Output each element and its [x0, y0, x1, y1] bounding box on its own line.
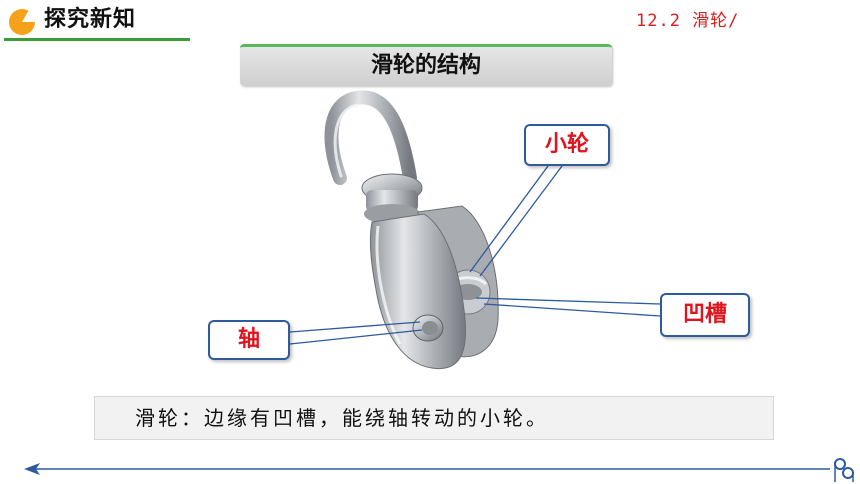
- pulley-axle: [412, 314, 444, 342]
- leader-line-groove-2: [483, 303, 661, 317]
- leader-line-groove: [475, 297, 661, 305]
- footer-nav: [24, 456, 854, 482]
- back-arrow-icon[interactable]: [24, 463, 40, 475]
- definition-box: 滑轮：边缘有凹槽，能绕轴转动的小轮。: [94, 396, 774, 440]
- leader-line-axle: [289, 321, 421, 333]
- header-underline: [4, 38, 190, 41]
- callout-small-wheel: 小轮: [524, 124, 610, 166]
- pie-chart-icon: [9, 9, 36, 35]
- section-banner: 滑轮的结构: [240, 44, 612, 86]
- pulley-swivel: [361, 173, 423, 224]
- callout-axle: 轴: [208, 320, 290, 360]
- definition-text: 滑轮：边缘有凹槽，能绕轴转动的小轮。: [135, 406, 549, 430]
- pulley-icon[interactable]: [832, 456, 854, 482]
- section-title: 滑轮的结构: [370, 53, 481, 78]
- page-title: 探究新知: [44, 7, 137, 32]
- lesson-label: 12.2 滑轮/: [636, 11, 740, 31]
- header: 探究新知 12.2 滑轮/: [0, 0, 860, 46]
- callout-groove: 凹槽: [660, 293, 750, 337]
- leader-line-small-wheel-2: [479, 165, 563, 277]
- leader-line-axle-2: [289, 329, 423, 345]
- leader-line-small-wheel: [469, 165, 549, 273]
- pulley-shackle: [324, 90, 417, 185]
